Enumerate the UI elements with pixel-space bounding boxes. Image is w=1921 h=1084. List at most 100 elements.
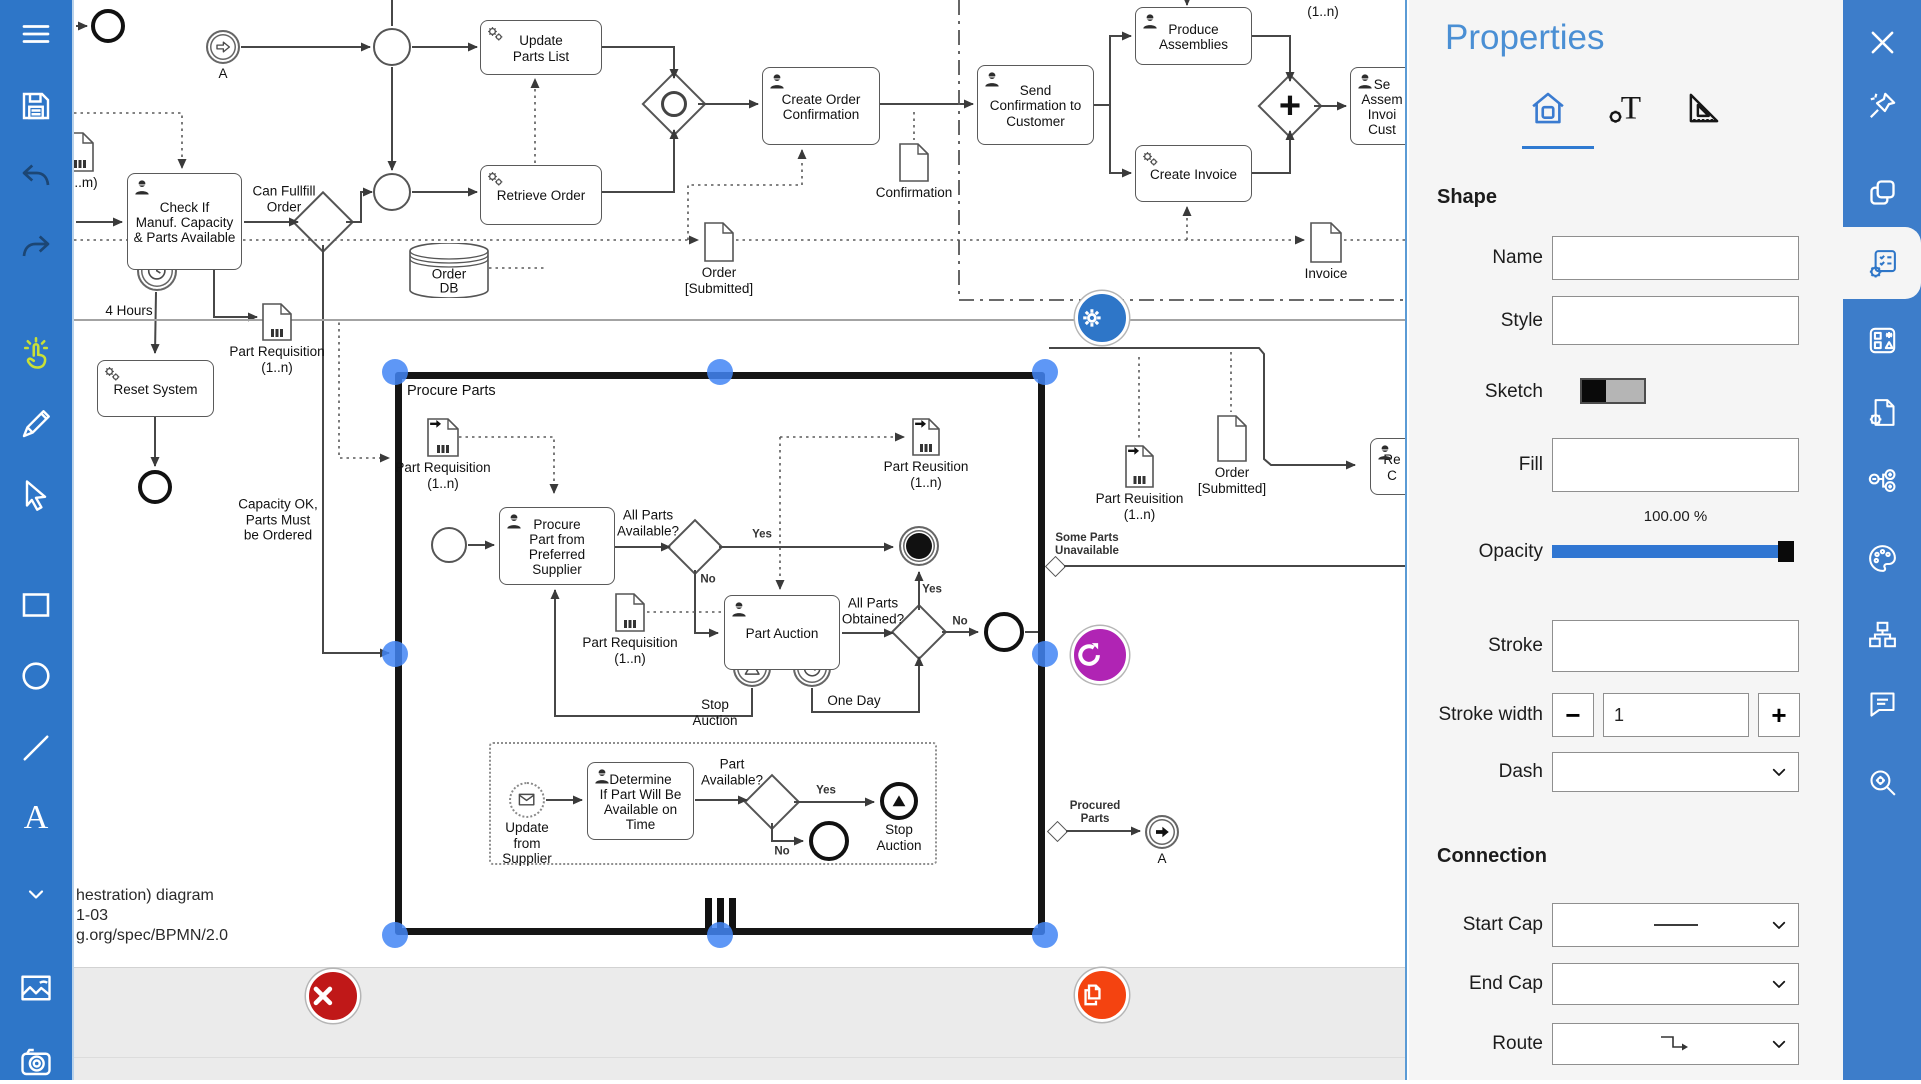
selection-handle[interactable] [707, 922, 733, 948]
ellipse-tool-icon[interactable] [14, 654, 58, 698]
sitemap-icon[interactable] [1858, 610, 1906, 658]
stroke-width-field[interactable] [1603, 693, 1749, 737]
measure-tab[interactable] [1680, 82, 1728, 134]
context-delete-button[interactable] [306, 969, 360, 1023]
insert-image-icon[interactable] [14, 966, 58, 1010]
merge-circle-2[interactable] [373, 173, 411, 211]
selection-handle[interactable] [707, 359, 733, 385]
part-requisition-a[interactable] [262, 303, 292, 341]
retrieve-order[interactable]: Retrieve Order [480, 165, 602, 225]
end-event-top[interactable] [91, 9, 125, 43]
check-if-task[interactable]: Check If Manuf. Capacity & Parts Availab… [127, 173, 242, 270]
arrow-outline-icon [214, 38, 232, 56]
part-auction-task[interactable]: Part Auction [724, 595, 840, 670]
order-submitted-doc-2[interactable] [1217, 415, 1247, 462]
fill-field[interactable] [1552, 438, 1799, 492]
available-no-circle[interactable] [809, 821, 849, 861]
start-cap-select[interactable] [1552, 903, 1799, 947]
signal-boundary-event-label: Stop Auction [692, 697, 738, 728]
part-requisition-inner-2[interactable] [615, 593, 645, 632]
zoom-settings-icon[interactable] [1858, 758, 1906, 806]
menu-icon[interactable] [14, 12, 58, 56]
determine-task[interactable]: Determine If Part Will Be Available on T… [587, 762, 694, 840]
link-throw-a[interactable] [1145, 815, 1179, 849]
obtained-no-circle[interactable] [984, 612, 1024, 652]
more-tools-chevron-icon[interactable] [14, 872, 58, 916]
line-tool-icon[interactable] [14, 726, 58, 770]
copy-icon[interactable] [1858, 168, 1906, 216]
palette-icon[interactable] [1858, 534, 1906, 582]
procure-part-task[interactable]: Procure Part from Preferred Supplier [499, 507, 615, 585]
node-tree-icon[interactable] [1858, 460, 1906, 508]
send-confirmation[interactable]: Send Confirmation to Customer [977, 65, 1094, 145]
rectangle-tool-icon[interactable] [14, 583, 58, 627]
selection-handle[interactable] [1032, 922, 1058, 948]
flow-label: (1..n) [1307, 4, 1339, 20]
part-reuisition-outer[interactable] [1125, 445, 1154, 488]
select-tool-icon[interactable] [14, 473, 58, 517]
shape-organizer-icon[interactable] [1858, 316, 1906, 364]
selection-handle[interactable] [1032, 641, 1058, 667]
stop-auction-signal-end[interactable] [880, 782, 918, 820]
undo-icon[interactable] [14, 154, 58, 198]
tap-tool-icon[interactable] [14, 332, 58, 376]
page-settings-icon[interactable] [1858, 388, 1906, 436]
chevron-down-icon [1772, 980, 1786, 988]
route-select[interactable] [1552, 1023, 1799, 1065]
end-cap-select[interactable] [1552, 963, 1799, 1005]
confirmation-doc[interactable] [899, 143, 929, 182]
produce-assemblies[interactable]: Produce Assemblies [1135, 7, 1252, 65]
style-field[interactable] [1552, 296, 1799, 345]
order-db[interactable]: Order DB [409, 243, 489, 298]
opacity-slider-thumb[interactable] [1778, 541, 1794, 562]
dash-select[interactable] [1552, 752, 1799, 792]
user-icon [767, 71, 787, 91]
terminate-event-sub[interactable] [899, 526, 939, 566]
link-catch-a[interactable] [206, 30, 240, 64]
redo-icon[interactable] [14, 225, 58, 269]
context-duplicate-button[interactable] [1075, 968, 1129, 1022]
order-submitted-doc-1[interactable] [704, 222, 734, 262]
comment-icon[interactable] [1858, 680, 1906, 728]
stroke-field-label: Stroke [1488, 635, 1543, 656]
invoice-doc[interactable] [1310, 222, 1342, 263]
doc-1m[interactable] [74, 132, 94, 172]
stroke-field[interactable] [1552, 620, 1799, 672]
canvas-footer-bar [74, 967, 1405, 1080]
merge-circle-1[interactable] [373, 28, 411, 66]
selection-handle[interactable] [382, 922, 408, 948]
context-settings-button[interactable] [1075, 291, 1129, 345]
selection-handle[interactable] [382, 641, 408, 667]
pin-icon[interactable] [1858, 81, 1906, 129]
update-from-supplier-event[interactable] [509, 782, 545, 818]
properties-checklist-gear-icon[interactable] [1858, 239, 1906, 287]
create-invoice[interactable]: Create Invoice [1135, 145, 1252, 202]
selection-handle[interactable] [382, 359, 408, 385]
text-tab[interactable]: T [1602, 82, 1650, 134]
procure-parts-subprocess-title: Procure Parts [407, 383, 496, 399]
update-parts-list[interactable]: Update Parts List [480, 20, 602, 75]
save-icon[interactable] [14, 84, 58, 128]
create-order-confirmation[interactable]: Create Order Confirmation [762, 67, 880, 145]
text-tool-icon[interactable]: A [14, 796, 58, 840]
close-icon[interactable] [1858, 18, 1906, 66]
pen-tool-icon[interactable] [14, 402, 58, 446]
end-event-reset[interactable] [138, 470, 172, 504]
shape-tab[interactable] [1524, 82, 1572, 134]
part-reusition-inner[interactable] [912, 418, 940, 456]
opacity-slider[interactable] [1552, 541, 1794, 562]
stroke-width-increase-button[interactable]: + [1758, 693, 1800, 737]
start-event-sub[interactable] [431, 527, 467, 563]
selection-handle[interactable] [1032, 359, 1058, 385]
receive-partial-task[interactable]: Re C [1370, 438, 1405, 495]
name-field[interactable] [1552, 236, 1799, 280]
reset-system[interactable]: Reset System [97, 360, 214, 417]
sketch-toggle[interactable] [1580, 378, 1646, 404]
flow-label: All Parts Available? [616, 507, 680, 538]
stroke-width-decrease-button[interactable]: − [1552, 693, 1594, 737]
camera-icon[interactable] [14, 1040, 58, 1084]
part-requisition-inner-1[interactable] [427, 418, 459, 457]
context-rotate-button[interactable] [1071, 626, 1129, 684]
send-assembly-partial[interactable]: Se Assem Invoi Cust [1350, 67, 1405, 145]
